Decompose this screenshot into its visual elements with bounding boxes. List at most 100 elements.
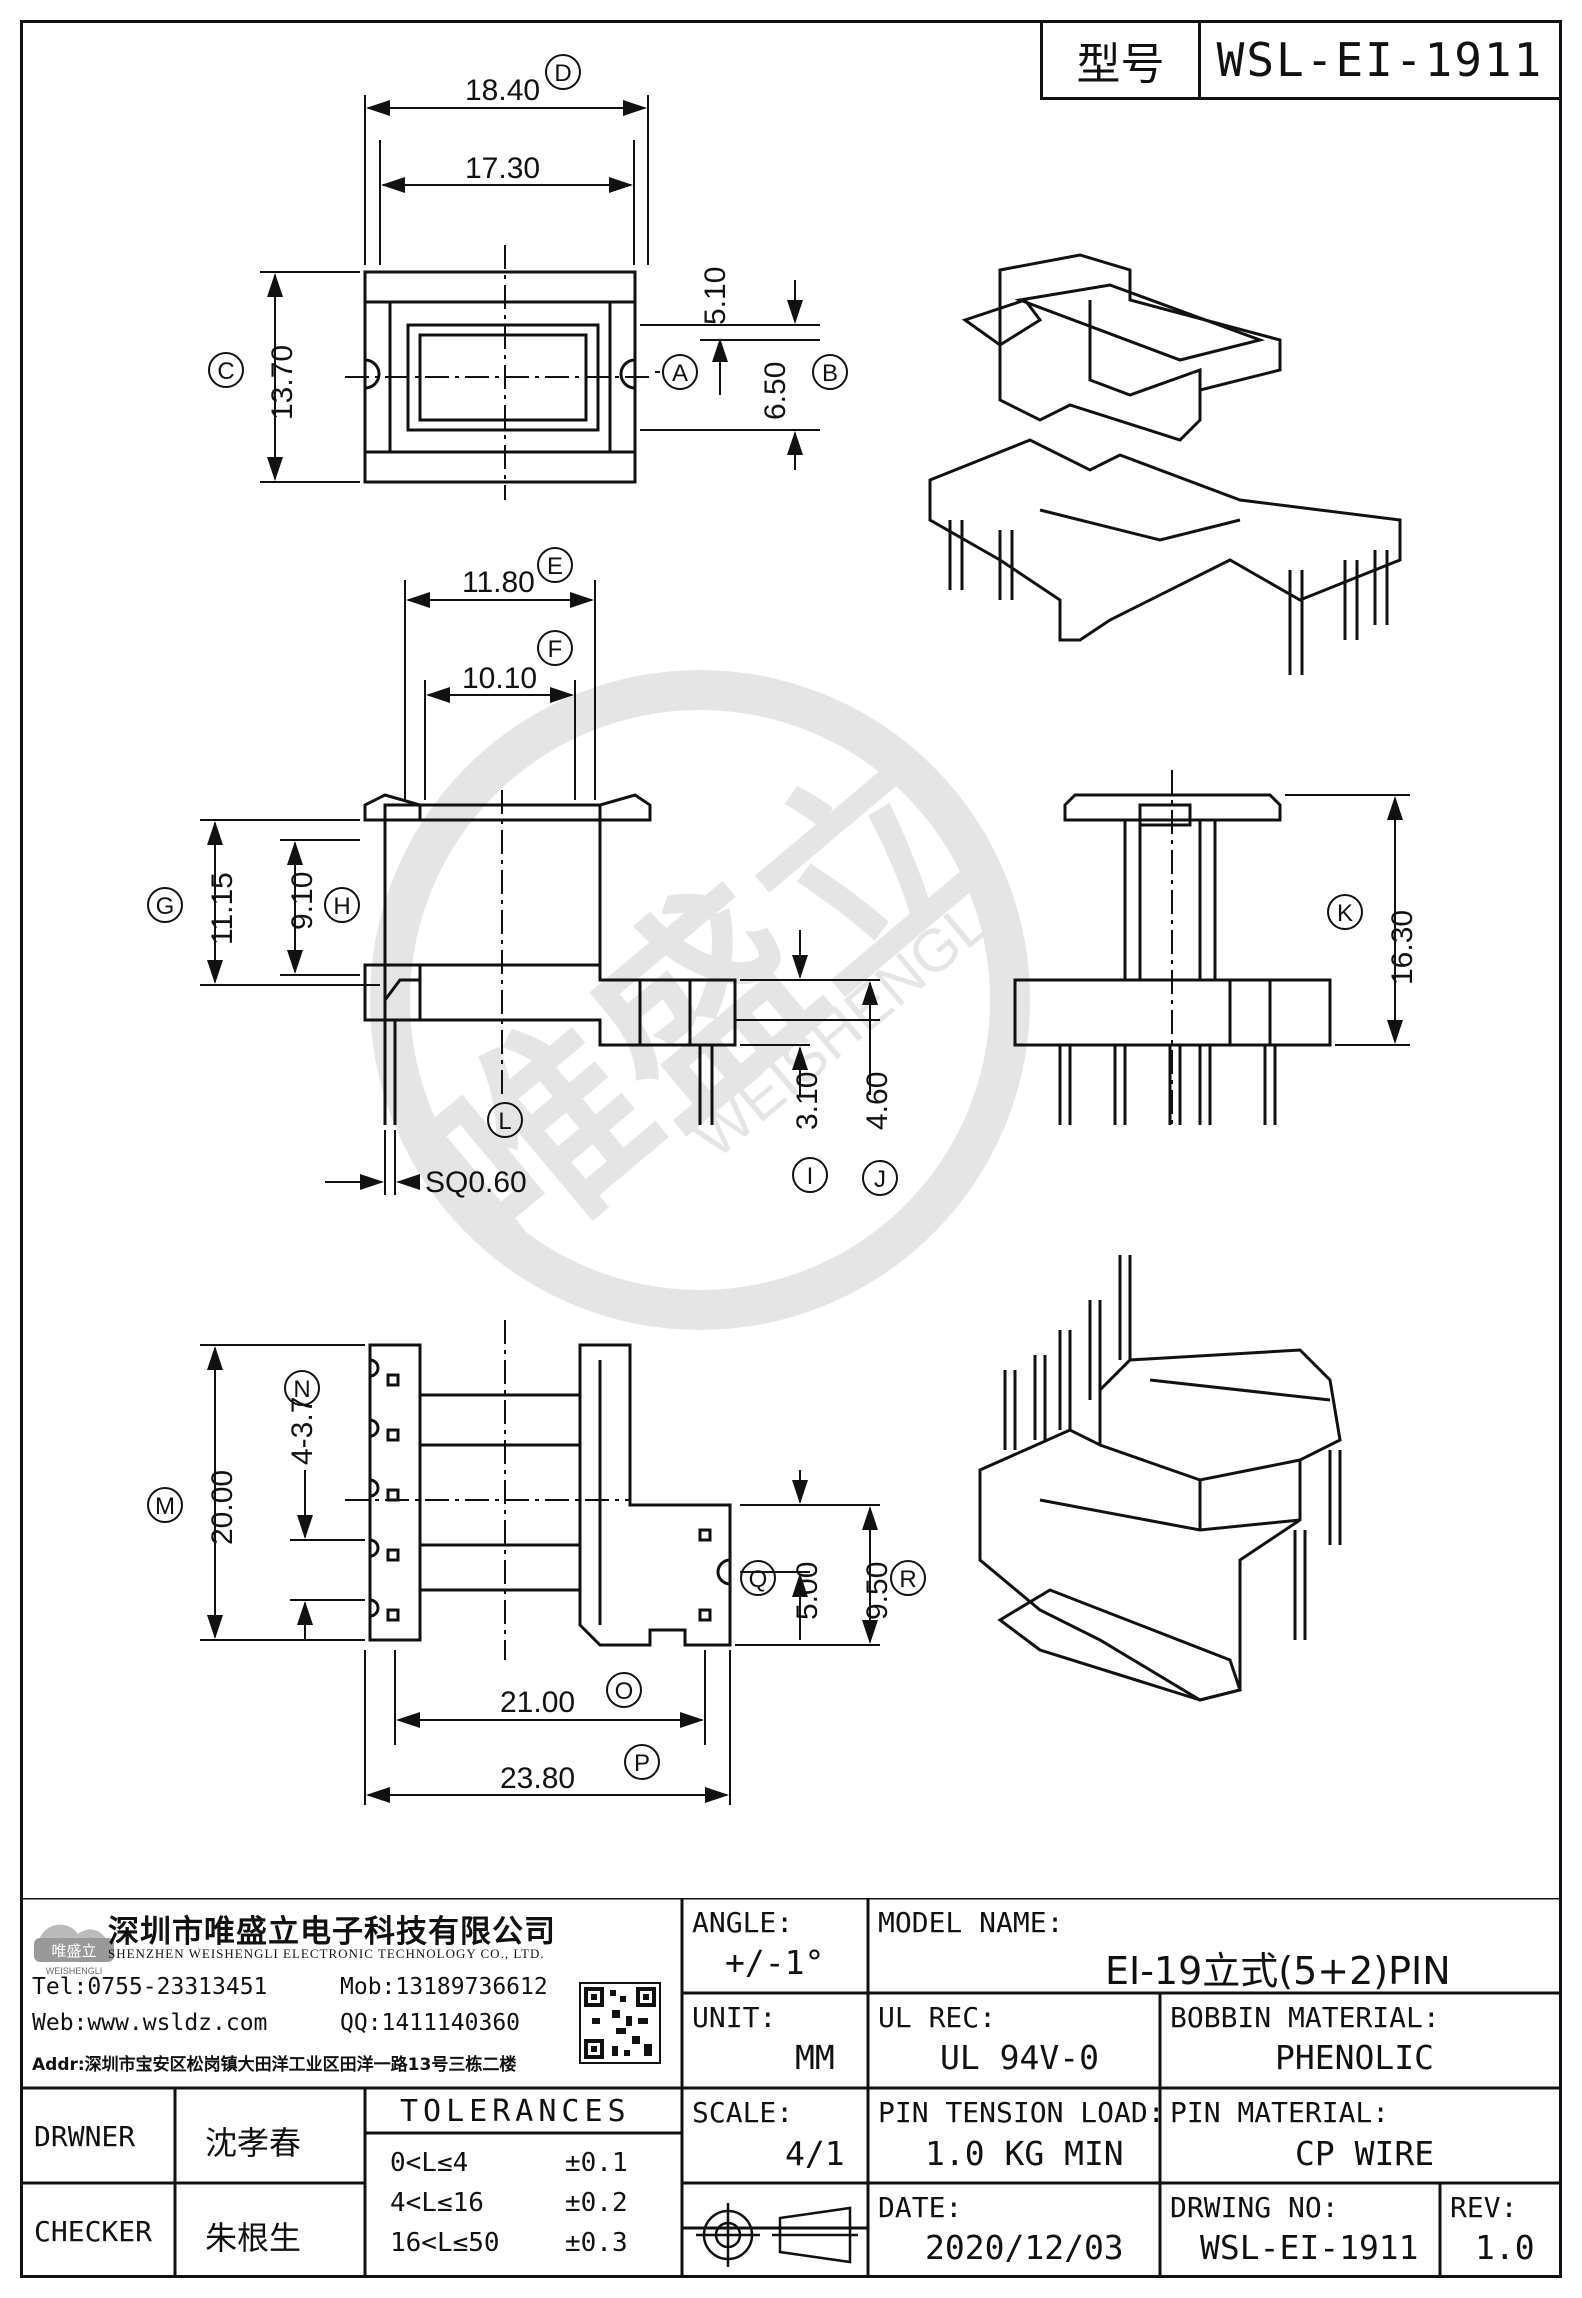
dim-g: 11.15 bbox=[206, 872, 239, 945]
svg-text:C: C bbox=[217, 358, 234, 385]
dimension-labels: 18.40 17.30 13.70 5.10 6.50 11.80 10.10 … bbox=[206, 74, 1419, 1795]
callouts: D C A B E F G H K L I J N M Q R O P bbox=[147, 54, 1363, 1780]
bottom-view bbox=[200, 1320, 880, 1805]
company-web: Web:www.wsldz.com bbox=[32, 2010, 268, 2036]
callout-l: L bbox=[487, 1102, 523, 1138]
svg-text:F: F bbox=[548, 636, 563, 663]
top-view bbox=[260, 95, 820, 500]
tol-value-3: ±0.3 bbox=[565, 2228, 628, 2258]
title-block-grid: 唯盛立 WEISHENGLI bbox=[20, 1898, 1562, 2278]
svg-text:R: R bbox=[899, 1566, 916, 1593]
tol-range-1: 0<L≤4 bbox=[390, 2148, 469, 2178]
date-label: DATE: bbox=[878, 2191, 963, 2224]
drawer-label: DRWNER bbox=[34, 2120, 136, 2153]
company-tel: Tel:0755-23313451 bbox=[32, 1974, 268, 2000]
dim-i: 3.10 bbox=[791, 1072, 824, 1130]
svg-text:B: B bbox=[822, 360, 838, 387]
company-logo: 唯盛立 WEISHENGLI bbox=[34, 1924, 114, 1976]
callout-j: J bbox=[862, 1160, 898, 1196]
callout-a: A bbox=[662, 354, 698, 390]
angle-value: +/-1° bbox=[725, 1943, 825, 1982]
company-mob: Mob:13189736612 bbox=[340, 1974, 548, 2000]
svg-text:WEISHENGLI: WEISHENGLI bbox=[46, 1966, 103, 1976]
tol-value-1: ±0.1 bbox=[565, 2148, 628, 2178]
iso-view-lower bbox=[978, 1255, 1342, 1702]
scale-label: SCALE: bbox=[692, 2096, 794, 2129]
dim-o: 21.00 bbox=[500, 1686, 575, 1719]
company-qq: QQ:1411140360 bbox=[340, 2010, 521, 2036]
svg-text:L: L bbox=[498, 1108, 511, 1135]
company-name-en: SHENZHEN WEISHENGLI ELECTRONIC TECHNOLOG… bbox=[108, 1946, 545, 1961]
side-view bbox=[1013, 770, 1410, 1130]
bobbin-material-value: PHENOLIC bbox=[1275, 2038, 1434, 2077]
dim-d: 18.40 bbox=[465, 74, 540, 107]
bobbin-material-label: BOBBIN MATERIAL: bbox=[1170, 2001, 1440, 2034]
drawing-no-label: DRWING NO: bbox=[1170, 2191, 1339, 2224]
tol-range-2: 4<L≤16 bbox=[390, 2188, 484, 2218]
model-label: 型号 bbox=[1043, 23, 1201, 97]
angle-label: ANGLE: bbox=[692, 1906, 794, 1939]
dim-b: 6.50 bbox=[759, 362, 792, 420]
svg-text:I: I bbox=[807, 1163, 814, 1190]
company-address: Addr:深圳市宝安区松岗镇大田洋工业区田洋一路13号三栋二楼 bbox=[32, 2055, 517, 2075]
callout-o: O bbox=[606, 1672, 642, 1708]
dim-q: 5.00 bbox=[791, 1562, 824, 1620]
pin-material-value: CP WIRE bbox=[1295, 2134, 1435, 2173]
projection-symbol-icon bbox=[696, 2203, 858, 2267]
pin-tension-value: 1.0 KG MIN bbox=[925, 2134, 1124, 2173]
ul-rec-label: UL REC: bbox=[878, 2001, 997, 2034]
drawing-no-value: WSL-EI-1911 bbox=[1200, 2228, 1419, 2267]
model-name-value: EI-19立式(5+2)PIN bbox=[1105, 1949, 1451, 1993]
svg-text:E: E bbox=[547, 553, 563, 580]
callout-e: E bbox=[537, 547, 573, 583]
svg-text:K: K bbox=[1337, 900, 1353, 927]
svg-text:P: P bbox=[634, 1750, 650, 1777]
dim-m: 20.00 bbox=[206, 1470, 239, 1545]
unit-value: MM bbox=[795, 2038, 835, 2077]
qr-code bbox=[579, 1982, 661, 2064]
dim-p: 23.80 bbox=[500, 1762, 575, 1795]
dim-n: 4-3.7 bbox=[286, 1397, 319, 1465]
tol-value-2: ±0.2 bbox=[565, 2188, 628, 2218]
front-view bbox=[200, 580, 880, 1195]
company-name-cn: 深圳市唯盛立电子科技有限公司 bbox=[108, 1914, 556, 1950]
tolerances-label: TOLERANCES bbox=[400, 2094, 631, 2129]
callout-n: N bbox=[284, 1370, 320, 1406]
callout-d: D bbox=[545, 54, 581, 90]
checker-value: 朱根生 bbox=[205, 2219, 302, 2257]
rev-label: REV: bbox=[1450, 2191, 1518, 2224]
watermark: 唯盛立 WEISHENGLI bbox=[370, 670, 1030, 1330]
callout-r: R bbox=[890, 1560, 926, 1596]
model-value: WSL-EI-1911 bbox=[1216, 33, 1544, 87]
date-value: 2020/12/03 bbox=[925, 2228, 1124, 2267]
title-block: 唯盛立 WEISHENGLI 深圳市唯盛立电子科技有限公司 SHENZHEN W… bbox=[20, 1898, 1562, 2278]
svg-text:Q: Q bbox=[749, 1566, 768, 1593]
callout-k: K bbox=[1327, 894, 1363, 930]
svg-text:D: D bbox=[554, 60, 571, 87]
svg-text:N: N bbox=[293, 1376, 310, 1403]
svg-text:J: J bbox=[874, 1166, 886, 1193]
dim-k: 16.30 bbox=[1386, 910, 1419, 985]
model-name-label: MODEL NAME: bbox=[878, 1906, 1064, 1939]
callout-i: I bbox=[792, 1157, 828, 1193]
unit-label: UNIT: bbox=[692, 2001, 777, 2034]
callout-p: P bbox=[624, 1744, 660, 1780]
dim-f: 10.10 bbox=[462, 662, 537, 695]
callout-f: F bbox=[537, 630, 573, 666]
iso-view-upper bbox=[928, 253, 1402, 675]
svg-text:M: M bbox=[155, 1493, 175, 1520]
dim-c: 13.70 bbox=[266, 345, 299, 420]
drawing-frame bbox=[20, 20, 1562, 2278]
model-header-box: 型号 WSL-EI-1911 bbox=[1040, 20, 1562, 100]
technical-drawing: 唯盛立 WEISHENGLI bbox=[147, 54, 1419, 1805]
drawer-value: 沈孝春 bbox=[205, 2124, 302, 2162]
svg-text:A: A bbox=[672, 360, 688, 387]
rev-value: 1.0 bbox=[1475, 2228, 1535, 2267]
callout-h: H bbox=[324, 887, 360, 923]
dim-h: 9.10 bbox=[286, 872, 319, 930]
tol-range-3: 16<L≤50 bbox=[390, 2228, 500, 2258]
callout-m: M bbox=[147, 1487, 183, 1523]
dim-l: SQ0.60 bbox=[425, 1166, 527, 1199]
svg-text:G: G bbox=[156, 893, 175, 920]
dim-17-30: 17.30 bbox=[465, 152, 540, 185]
